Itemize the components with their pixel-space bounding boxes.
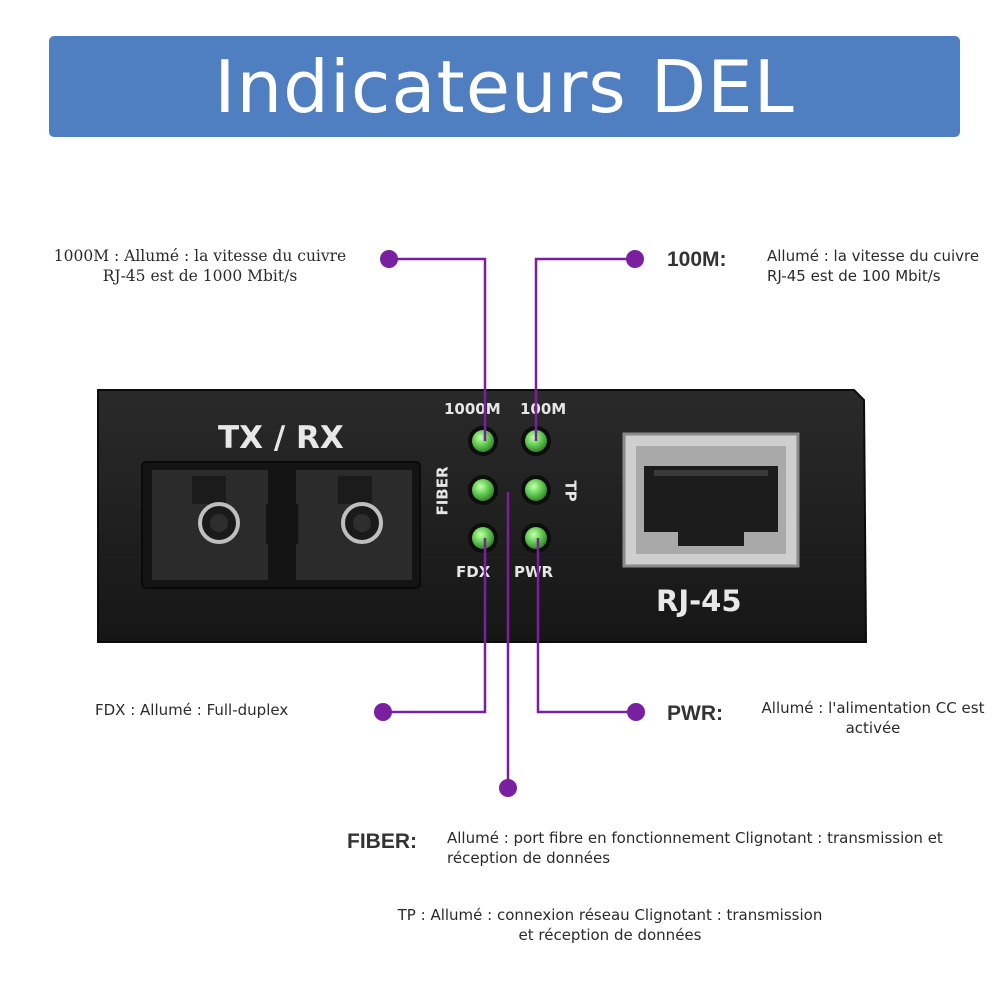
callout-100m-line1: Allumé : la vitesse du cuivre [767, 247, 980, 265]
title-banner: Indicateurs DEL [49, 36, 960, 137]
led-label-pwr: PWR [514, 563, 554, 581]
fiber-port-label: TX / RX [218, 420, 344, 456]
callout-fiber-line1: Allumé : port fibre en fonctionnement Cl… [447, 829, 943, 847]
led-label-100m: 100M [520, 400, 567, 418]
led-fdx [472, 527, 494, 549]
led-label-tp: TP [561, 480, 580, 502]
led-fiber [472, 479, 494, 501]
led-label-fiber: FIBER [433, 466, 452, 516]
led-tp [525, 479, 547, 501]
dot-fdx-icon [374, 703, 392, 721]
callout-tp-line1: TP : Allumé : connexion réseau Clignotan… [397, 906, 823, 924]
dot-pwr-icon [627, 703, 645, 721]
callout-100m-line2: RJ-45 est de 100 Mbit/s [767, 267, 941, 285]
media-converter-device: TX / RX RJ-45 1000M 100M FDX PWR FIBER T… [94, 386, 869, 644]
callout-pwr-line2: activée [845, 719, 901, 737]
callout-1000m-line1: 1000M : Allumé : la vitesse du cuivre [53, 247, 347, 265]
led-label-fdx: FDX [456, 563, 491, 581]
led-pwr [525, 527, 547, 549]
callout-pwr-heading: PWR: [667, 702, 723, 725]
callout-100m-heading: 100M: [667, 248, 727, 271]
callout-tp-text: TP : Allumé : connexion réseau Clignotan… [370, 905, 850, 945]
callout-fiber-line2: réception de données [447, 849, 611, 867]
page-title: Indicateurs DEL [214, 44, 795, 129]
dot-fiber-icon [499, 779, 517, 797]
rj45-port-icon [622, 432, 800, 568]
callout-fiber-heading: FIBER: [347, 830, 417, 853]
callout-pwr-line1: Allumé : l'alimentation CC est [761, 699, 985, 717]
callout-1000m-text: 1000M : Allumé : la vitesse du cuivre RJ… [30, 246, 370, 286]
led-label-1000m: 1000M [444, 400, 501, 418]
rj45-label: RJ-45 [656, 584, 742, 618]
led-100m [525, 430, 547, 452]
callout-1000m-line2: RJ-45 est de 1000 Mbit/s [102, 267, 298, 285]
callout-tp-line2: et réception de données [518, 926, 702, 944]
callout-pwr-text: Allumé : l'alimentation CC est activée [752, 698, 994, 738]
callout-100m-text: Allumé : la vitesse du cuivre RJ-45 est … [767, 246, 997, 286]
callout-fiber-text: Allumé : port fibre en fonctionnement Cl… [447, 828, 987, 868]
device-body [97, 389, 868, 643]
dot-100m-icon [626, 250, 644, 268]
callout-fdx-text: FDX : Allumé : Full-duplex [95, 701, 289, 719]
led-1000m [472, 430, 494, 452]
dot-1000m-icon [380, 250, 398, 268]
